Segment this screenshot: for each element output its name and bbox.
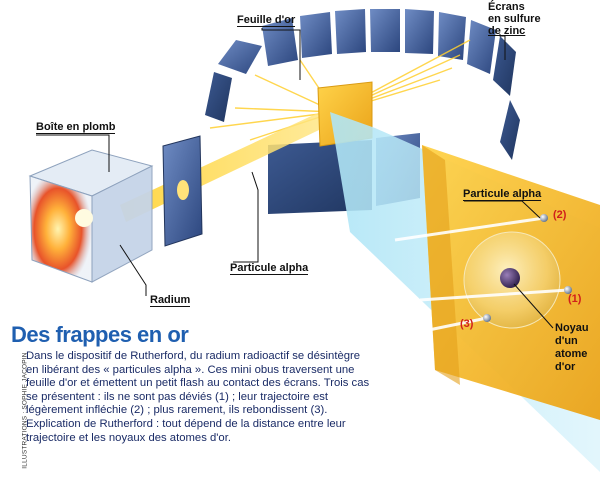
case-1-label: (1) (568, 293, 582, 305)
radium-label: Radium (150, 294, 191, 307)
illustration-credit: ILLUSTRATIONS : SOPHIE JACOPIN (21, 352, 29, 469)
article-body: Dans le dispositif de Rutherford, du rad… (26, 350, 370, 444)
label-leaders (36, 28, 554, 329)
gold-nucleus (500, 268, 520, 288)
nucleus-label: Noyau d'un atome d'or (555, 322, 589, 373)
lead-box (28, 149, 154, 283)
alpha-particle-label-lower: Particule alpha (230, 262, 309, 275)
article-title: Des frappes en or (11, 322, 189, 347)
alpha-trajectories (379, 216, 569, 342)
lead-box-label: Boîte en plomb (36, 121, 116, 134)
alpha-particles (483, 214, 572, 322)
alpha-particle-label-right: Particule alpha (463, 188, 542, 201)
gold-foil-label: Feuille d'or (237, 14, 296, 27)
gold-atom (463, 231, 561, 329)
zinc-screens-label: Écrans en sulfure de zinc (488, 1, 541, 37)
case-2-label: (2) (553, 209, 567, 221)
case-3-label: (3) (460, 318, 474, 330)
